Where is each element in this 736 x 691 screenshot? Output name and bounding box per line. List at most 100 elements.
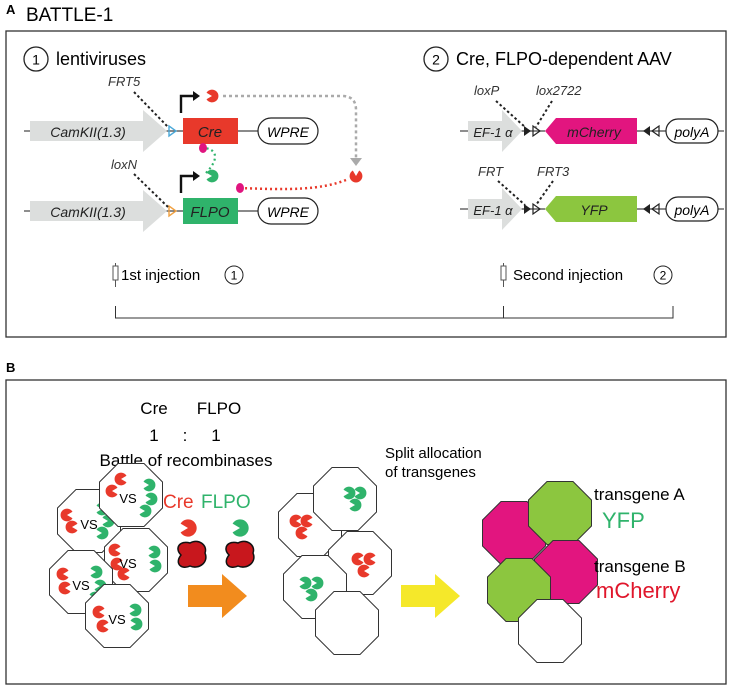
empty-cell — [518, 599, 582, 663]
panel-a-title: BATTLE-1 — [26, 5, 113, 26]
progression-arrow-yellow — [401, 574, 460, 618]
frt3-pointer — [535, 180, 554, 206]
construct-flpo-lentivirus: CamKII(1.3) FLPO WPRE loxN — [24, 157, 319, 232]
syringe-icon — [500, 265, 507, 281]
cre-protein-icon — [180, 519, 197, 537]
transgene-a-fp-label: YFP — [602, 508, 645, 533]
injection-1-number: 1 — [231, 269, 238, 283]
transcription-start-arrowhead — [193, 91, 200, 101]
panel-a-frame — [5, 30, 727, 338]
flpo-gene-box — [183, 198, 238, 224]
transcription-start-arrow — [179, 94, 194, 113]
step-1-heading: 1 lentiviruses — [23, 46, 146, 72]
frt5-label: FRT5 — [108, 74, 141, 89]
construct-cre-lentivirus: CamKII(1.3) Cre WPRE FRT5 — [24, 74, 319, 152]
ratio-cre-label: Cre — [140, 399, 167, 418]
cre-gene-box — [183, 118, 238, 144]
wpre-label: WPRE — [267, 204, 310, 220]
cre-travel-arrowhead — [350, 158, 362, 166]
panel-b-frame — [5, 379, 727, 685]
transcription-start-arrowhead — [193, 171, 200, 181]
polya-label: polyA — [673, 202, 709, 218]
legend-cre-label: Cre — [163, 492, 194, 513]
loxp-site — [524, 126, 531, 136]
flpo-gene-label: FLPO — [190, 204, 230, 221]
polya-label: polyA — [673, 124, 709, 140]
transgene-b-label: transgene B — [594, 557, 686, 576]
promoter-label: EF-1 α — [473, 125, 513, 140]
wpre-element — [257, 117, 319, 145]
ratio-flpo-label: FLPO — [197, 399, 241, 418]
frt3-label: FRT3 — [537, 164, 570, 179]
injection-2-badge — [653, 265, 673, 285]
allocated-cell-cluster — [278, 467, 392, 655]
construct-yfp-aav: EF-1 α YFP polyA FRT FRT3 — [460, 164, 724, 230]
yfp-gene-box — [545, 196, 637, 222]
promoter-label: CamKII(1.3) — [50, 124, 125, 140]
frt-label: FRT — [478, 164, 504, 179]
cell-octagon — [313, 467, 377, 531]
timeline-bracket — [115, 306, 674, 319]
lox2722-site — [532, 124, 542, 138]
flpo-protein-icon — [206, 169, 219, 183]
step-1-number: 1 — [32, 52, 40, 68]
frt5-site — [168, 124, 178, 138]
vs-label: VS — [119, 556, 137, 571]
cre-protein-icon — [349, 170, 363, 183]
loxn-site — [168, 204, 178, 218]
frt3-site-reverse — [650, 202, 660, 216]
split-allocation-line-2: of transgenes — [385, 464, 476, 481]
vs-label: VS — [72, 578, 90, 593]
split-allocation-line-1: Split allocation — [385, 445, 482, 462]
transcription-start-arrow — [179, 174, 194, 193]
promoter-label: CamKII(1.3) — [50, 204, 125, 220]
loxp-pointer — [495, 100, 526, 128]
injection-1: 1st injection 1 — [112, 263, 244, 287]
flpo-target-marker — [199, 143, 207, 153]
polya-element — [665, 196, 719, 222]
cre-to-loxn-path — [239, 178, 347, 191]
cell-octagon — [315, 591, 379, 655]
expression-cell-cluster — [482, 481, 598, 663]
loxp-site-reverse — [643, 126, 650, 136]
transgene-b-fp-label: mCherry — [596, 578, 680, 603]
ratio-separator: : — [183, 426, 188, 445]
cre-gene-label: Cre — [198, 124, 222, 141]
ratio-right-value: 1 — [211, 426, 220, 445]
lox2722-site-reverse — [650, 124, 660, 138]
frt-site — [524, 204, 531, 214]
vs-label: VS — [108, 612, 126, 627]
step-1-circle — [23, 46, 49, 72]
yfp-gene-label: YFP — [580, 202, 608, 218]
cre-flpo-complex-icon — [177, 540, 207, 568]
panel-b-letter: B — [6, 360, 15, 375]
frt3-site — [532, 202, 542, 216]
cre-protein-icon — [206, 89, 219, 103]
lox2722-pointer — [535, 100, 553, 128]
cre-flpo-complex-icon — [225, 540, 255, 568]
transgene-a-label: transgene A — [594, 485, 685, 504]
cre-target-marker — [236, 183, 244, 193]
step-2-title: Cre, FLPO-dependent AAV — [456, 49, 672, 69]
loxp-label: loxP — [474, 83, 500, 98]
polya-element — [665, 118, 719, 144]
yfp-cell — [528, 481, 592, 545]
loxn-label: loxN — [111, 157, 138, 172]
flpo-to-loxn-path — [202, 146, 217, 174]
injection-1-badge — [224, 265, 244, 285]
mcherry-gene-box — [545, 118, 637, 144]
wpre-label: WPRE — [267, 124, 310, 140]
promoter-arrow — [30, 110, 167, 152]
construct-mcherry-aav: EF-1 α mCherry polyA loxP lox2722 — [460, 83, 724, 152]
vs-label: VS — [80, 517, 98, 532]
injection-2-number: 2 — [660, 269, 667, 283]
step-2-circle — [423, 46, 449, 72]
ratio-block: Cre FLPO 1 : 1 Battle of recombinases — [100, 399, 273, 470]
vs-label: VS — [119, 491, 137, 506]
step-2-heading: 2 Cre, FLPO-dependent AAV — [423, 46, 672, 72]
panel-a-letter: A — [6, 2, 16, 17]
promoter-arrow — [468, 188, 522, 230]
syringe-icon — [112, 265, 119, 281]
injection-2-label: Second injection — [513, 267, 623, 284]
promoter-arrow — [468, 110, 522, 152]
